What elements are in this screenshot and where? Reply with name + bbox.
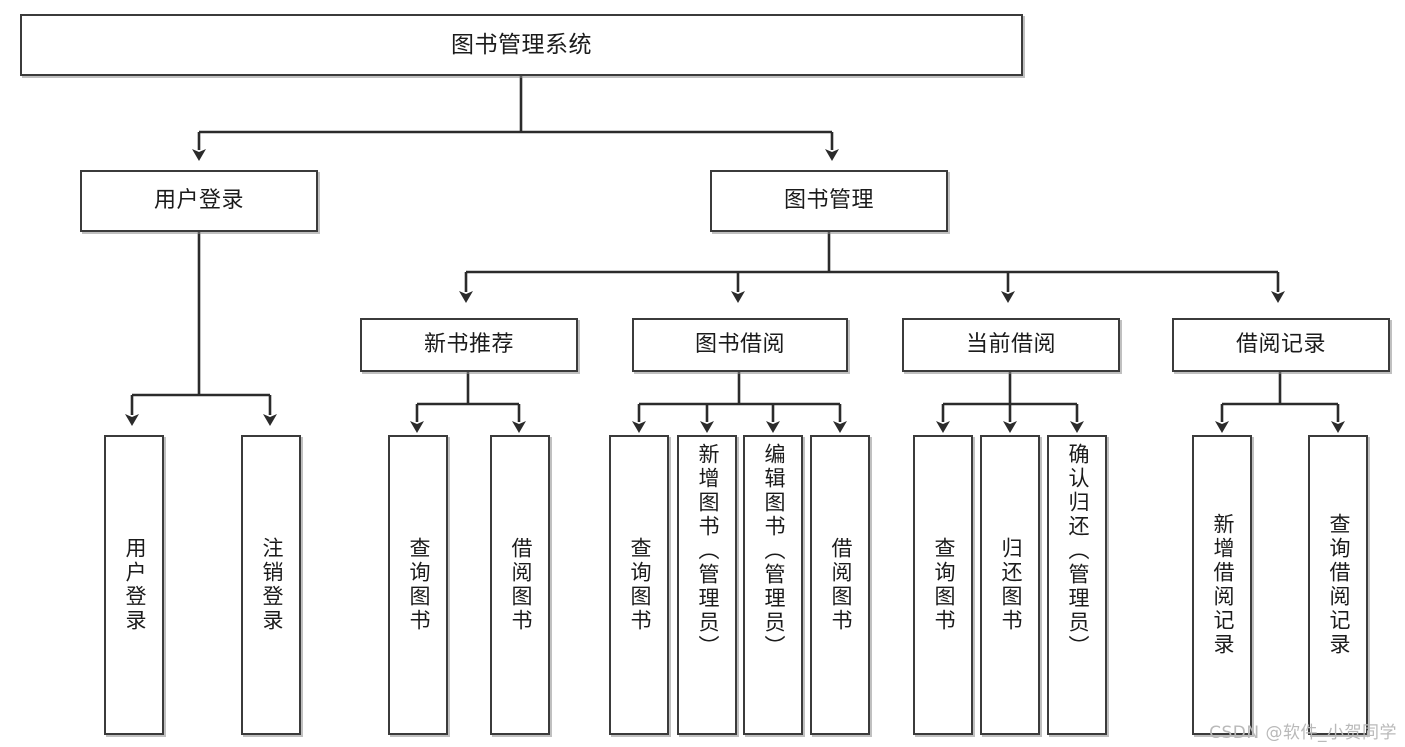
node-leaf-user-login-label: 用户登录	[122, 537, 147, 633]
watermark-text: CSDN @软件_小贺同学	[1209, 723, 1397, 743]
node-borrow-record[interactable]: 借阅记录	[1172, 318, 1390, 372]
node-leaf-query-book-2[interactable]: 查询图书	[609, 435, 669, 735]
node-leaf-add-book-label: 新增图书（管理员）	[695, 443, 720, 659]
node-leaf-add-book[interactable]: 新增图书（管理员）	[677, 435, 737, 735]
node-book-management[interactable]: 图书管理	[710, 170, 948, 232]
node-leaf-user-login[interactable]: 用户登录	[104, 435, 164, 735]
node-user-login[interactable]: 用户登录	[80, 170, 318, 232]
node-current-borrow[interactable]: 当前借阅	[902, 318, 1120, 372]
node-leaf-borrow-book-1-label: 借阅图书	[508, 537, 533, 633]
node-new-book-recommend-label: 新书推荐	[423, 332, 514, 358]
node-leaf-edit-book[interactable]: 编辑图书（管理员）	[743, 435, 803, 735]
node-leaf-borrow-book-2-label: 借阅图书	[828, 537, 853, 633]
node-leaf-query-record[interactable]: 查询借阅记录	[1308, 435, 1368, 735]
node-user-login-label: 用户登录	[153, 188, 244, 214]
node-leaf-query-book-2-label: 查询图书	[627, 537, 652, 633]
node-leaf-query-book-3[interactable]: 查询图书	[913, 435, 973, 735]
node-root[interactable]: 图书管理系统	[20, 14, 1023, 76]
node-leaf-edit-book-label: 编辑图书（管理员）	[761, 443, 786, 659]
node-leaf-return-book-label: 归还图书	[998, 537, 1023, 633]
node-leaf-query-book-1[interactable]: 查询图书	[388, 435, 448, 735]
node-leaf-logout-login-label: 注销登录	[259, 537, 284, 633]
node-leaf-confirm-return-label: 确认归还（管理员）	[1065, 443, 1090, 659]
node-leaf-borrow-book-1[interactable]: 借阅图书	[490, 435, 550, 735]
node-root-label: 图书管理系统	[451, 31, 592, 58]
node-current-borrow-label: 当前借阅	[965, 332, 1056, 358]
node-leaf-query-record-label: 查询借阅记录	[1326, 513, 1351, 657]
node-leaf-logout-login[interactable]: 注销登录	[241, 435, 301, 735]
node-leaf-confirm-return[interactable]: 确认归还（管理员）	[1047, 435, 1107, 735]
node-leaf-query-book-1-label: 查询图书	[406, 537, 431, 633]
node-borrow-record-label: 借阅记录	[1235, 332, 1326, 358]
node-book-borrow-label: 图书借阅	[694, 332, 785, 358]
node-book-management-label: 图书管理	[783, 188, 874, 214]
node-leaf-return-book[interactable]: 归还图书	[980, 435, 1040, 735]
node-leaf-add-record[interactable]: 新增借阅记录	[1192, 435, 1252, 735]
node-leaf-add-record-label: 新增借阅记录	[1210, 513, 1235, 657]
node-leaf-borrow-book-2[interactable]: 借阅图书	[810, 435, 870, 735]
node-new-book-recommend[interactable]: 新书推荐	[360, 318, 578, 372]
node-book-borrow[interactable]: 图书借阅	[632, 318, 848, 372]
node-leaf-query-book-3-label: 查询图书	[931, 537, 956, 633]
